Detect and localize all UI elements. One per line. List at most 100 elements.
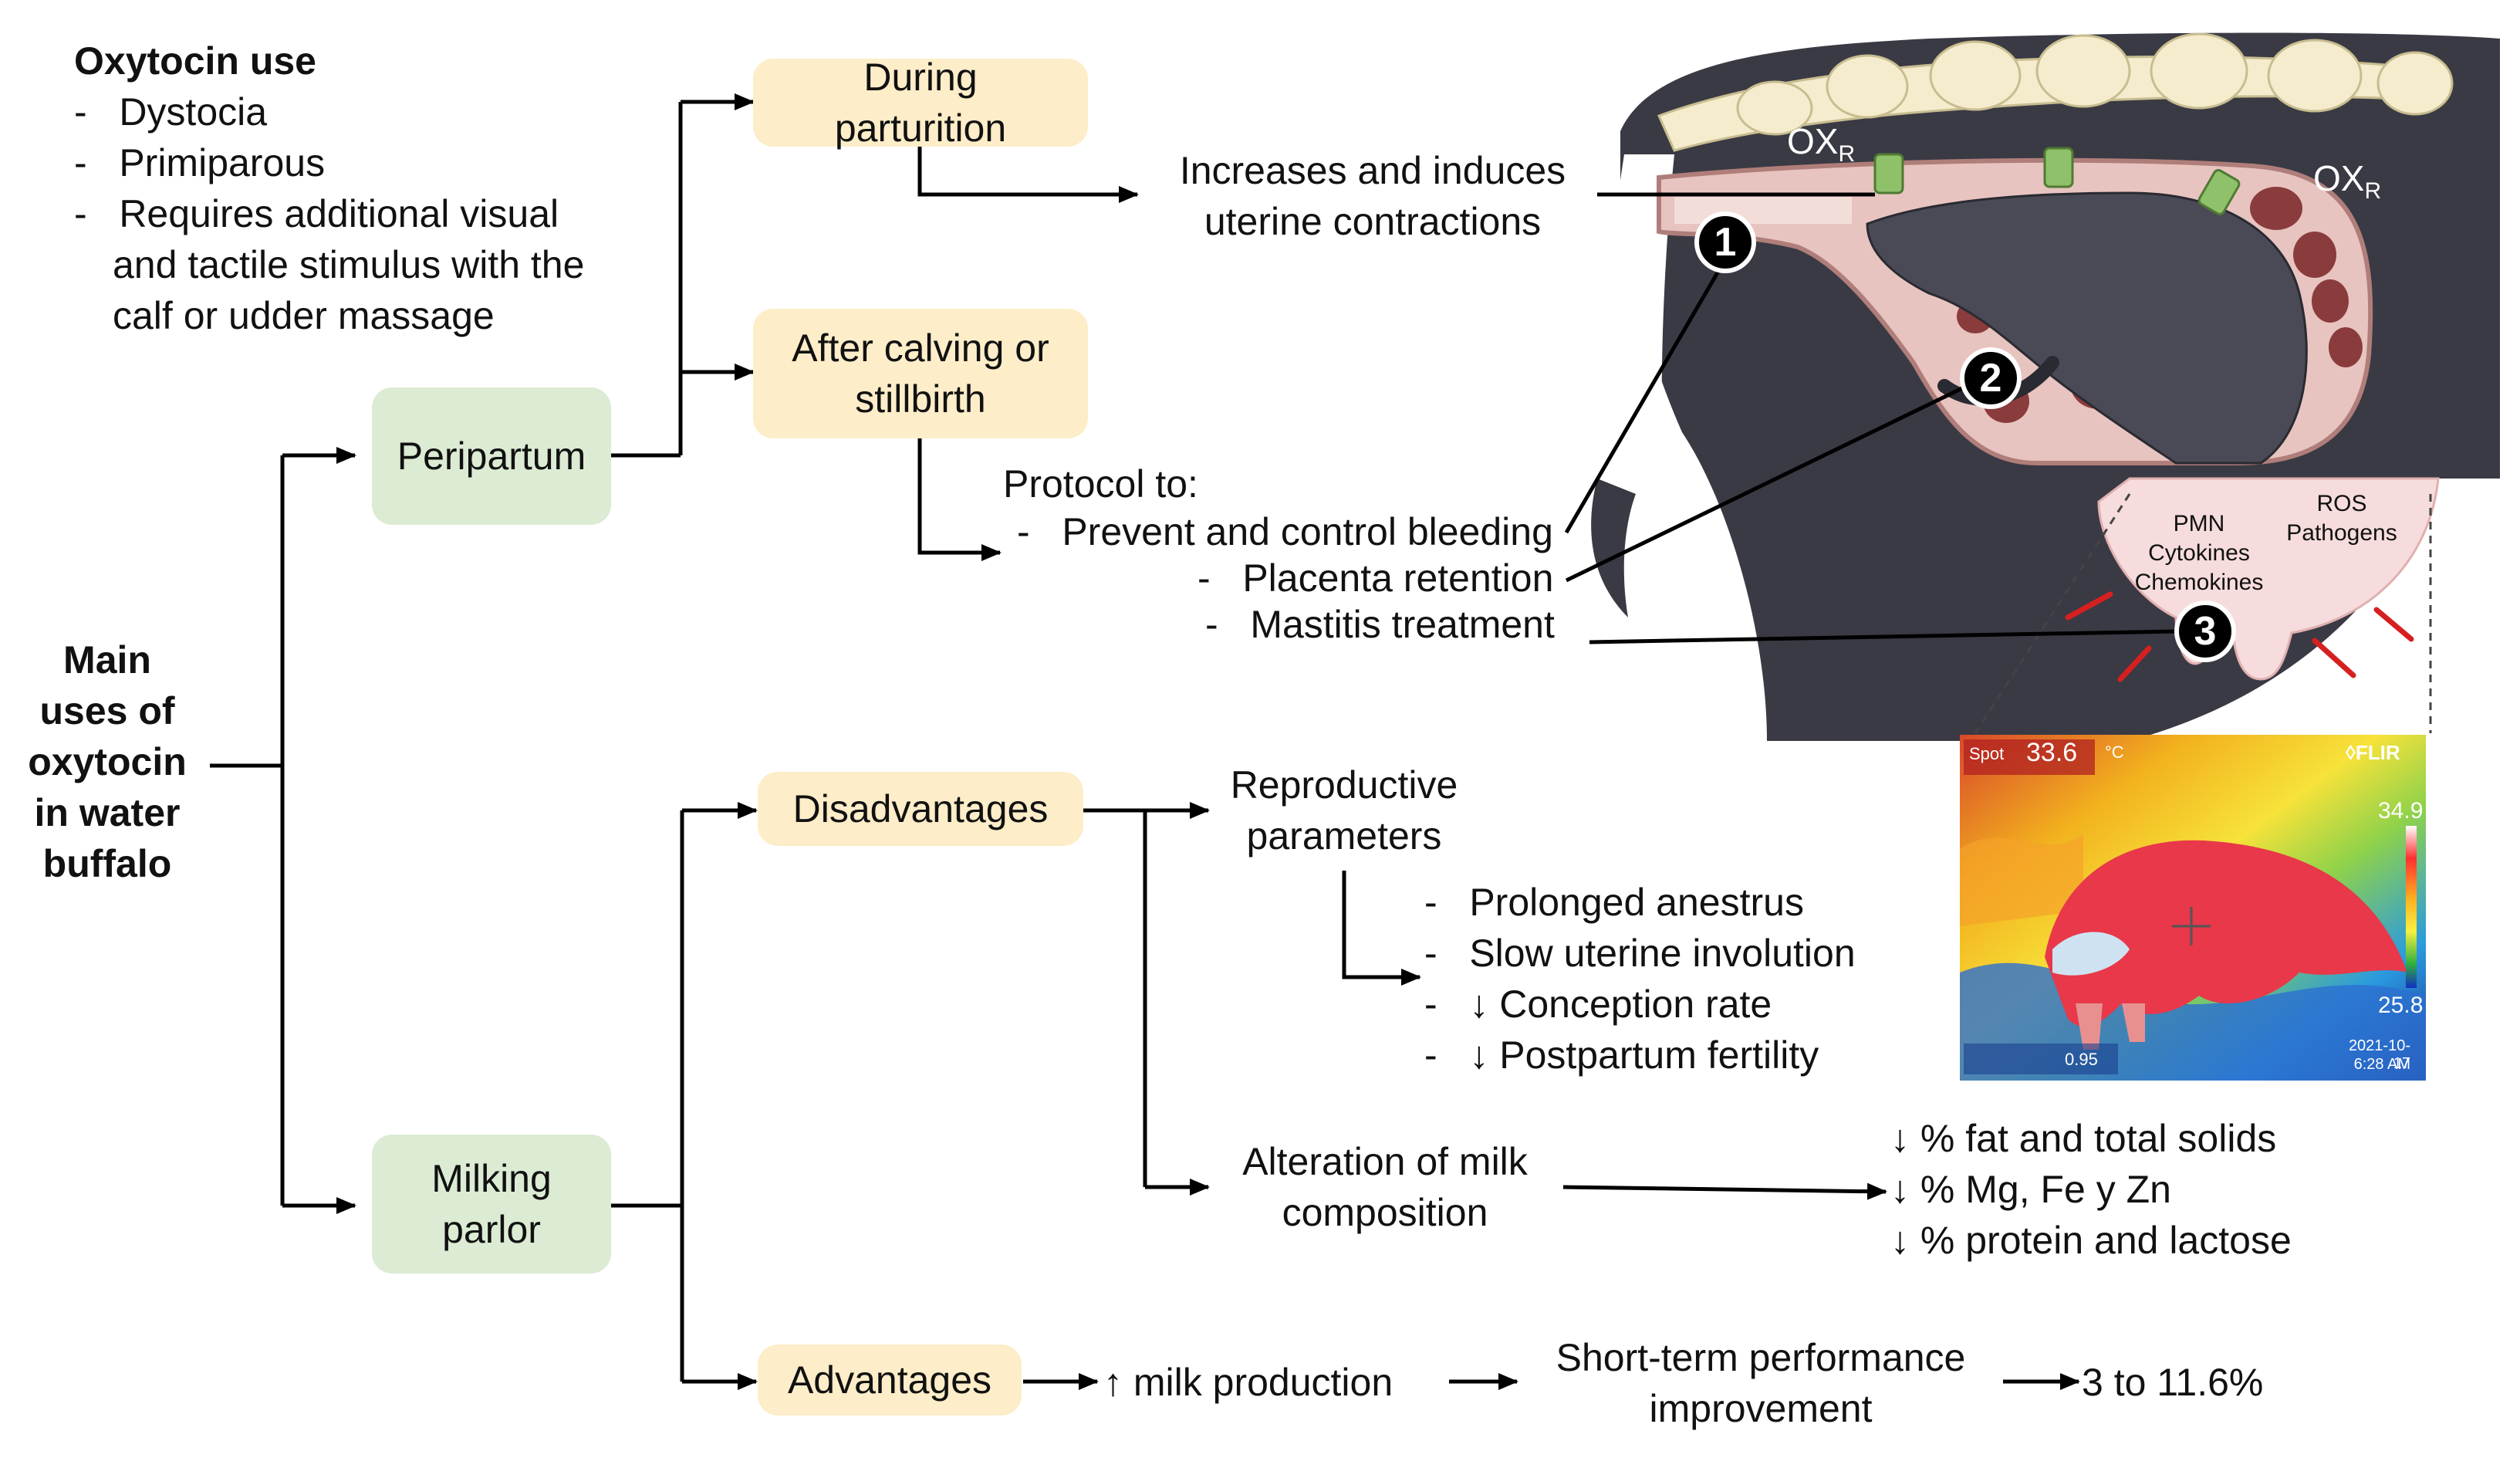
main-title-line: oxytocin <box>28 740 187 783</box>
repro-effect: - Prolonged anestrus <box>1424 881 1804 924</box>
uterine-line: Increases and induces <box>1179 149 1566 192</box>
after-calving-box: After calving or stillbirth <box>753 309 1088 438</box>
marker-1: 1 <box>1694 211 1756 273</box>
after-line: After calving or <box>792 326 1049 370</box>
main-title: Main uses of oxytocin in water buffalo <box>6 634 208 889</box>
milking-parlor-line: Milking <box>431 1157 552 1200</box>
advantages-label: Advantages <box>787 1358 992 1402</box>
thermal-spot-value: 33.6 <box>2026 738 2078 767</box>
oxr-subscript: R <box>2364 178 2382 205</box>
oxytocin-use-item: - Dystocia <box>74 90 268 134</box>
repro-effect: - Slow uterine involution <box>1424 932 1856 975</box>
oxr-label: OXR <box>2313 153 2381 217</box>
protocol-title: Protocol to: <box>1003 462 1198 506</box>
uterine-text: Increases and induces uterine contractio… <box>1145 145 1600 247</box>
oxytocin-use-title: Oxytocin use <box>74 39 316 83</box>
thermal-max: 34.9 <box>2378 798 2424 824</box>
milking-parlor-line: parlor <box>442 1208 541 1251</box>
udder-label: PMN <box>2173 511 2225 536</box>
repro-effect-label: Slow uterine involution <box>1469 932 1856 975</box>
milk-alteration-text: Alteration of milk composition <box>1211 1136 1559 1238</box>
udder-label: Chemokines <box>2134 570 2264 595</box>
oxr-text: OX <box>1787 121 1839 161</box>
milk-effect: ↓ % protein and lactose <box>1890 1219 2292 1262</box>
arrow-to-protocol <box>917 438 1002 561</box>
thermal-time: 6:28 AM <box>2353 1056 2410 1073</box>
protocol-item-label: Mastitis treatment <box>1250 603 1555 646</box>
thermal-udder <box>2045 840 2407 1027</box>
thermal-brand-text: FLIR <box>2355 741 2400 764</box>
during-parturition-box: During parturition <box>753 56 1088 150</box>
protocol-item: - Placenta retention <box>1198 556 1554 600</box>
thermal-emissivity: 0.95 <box>2065 1050 2098 1069</box>
thermal-min: 25.8 <box>2378 993 2424 1018</box>
oxytocin-use-item-cont: and tactile stimulus with the <box>113 243 585 286</box>
peripartum-box: Peripartum <box>372 387 611 525</box>
arrow-to-milk-effects <box>1562 1182 1887 1200</box>
protocol-item: - Prevent and control bleeding <box>1017 510 1553 553</box>
buffalo-tail <box>1602 154 1705 664</box>
thermal-date: 2021-10-17 <box>2348 1037 2410 1072</box>
range-text: 3 to 11.6% <box>2082 1361 2264 1404</box>
milking-parlor-box: Milking parlor <box>372 1135 611 1274</box>
disadvantages-box: Disadvantages <box>758 772 1083 846</box>
oxytocin-use-item-label: Primiparous <box>119 141 326 184</box>
repro-effect-label: ↓ Conception rate <box>1469 983 1772 1026</box>
reproductive-line: Reproductive <box>1230 763 1458 807</box>
udder-label: Pathogens <box>2286 520 2397 546</box>
thermal-spot-label: Spot <box>1969 744 2005 763</box>
short-term-line: improvement <box>1649 1387 1873 1430</box>
oxytocin-use-item-label: Dystocia <box>119 90 268 134</box>
during-line: parturition <box>834 107 1007 150</box>
main-title-line: buffalo <box>42 842 172 885</box>
oxytocin-use-item: - Requires additional visual <box>74 192 559 235</box>
advantages-box: Advantages <box>758 1345 1022 1416</box>
thermal-brand: ◊FLIR <box>2346 741 2400 764</box>
marker-3: 3 <box>2174 600 2236 662</box>
protocol-item-label: Prevent and control bleeding <box>1062 510 1553 553</box>
oxr-text: OX <box>2313 158 2365 198</box>
main-branch <box>210 455 285 1206</box>
milking-branch <box>610 810 684 1382</box>
udder-right-labels: ROS Pathogens <box>2276 489 2407 548</box>
milk-effect: ↓ % Mg, Fe y Zn <box>1890 1168 2171 1211</box>
uterine-line: uterine contractions <box>1204 200 1542 243</box>
oxytocin-use-item: - Primiparous <box>74 141 326 184</box>
thermal-image <box>1960 735 2426 1081</box>
repro-effect: - ↓ Conception rate <box>1424 983 1772 1026</box>
arrow-to-repro-effects <box>1342 871 1421 986</box>
thermal-unit: °C <box>2105 742 2124 762</box>
oxr-subscript: R <box>1838 141 1856 167</box>
short-term-text: Short-term performance improvement <box>1522 1332 2000 1434</box>
milk-effect: ↓ % fat and total solids <box>1890 1117 2277 1160</box>
oxytocin-use-item-label: Requires additional visual <box>119 192 559 235</box>
peripartum-label: Peripartum <box>397 435 586 478</box>
reproductive-text: Reproductive parameters <box>1210 759 1478 861</box>
milk-production-text: ↑ milk production <box>1103 1361 1393 1404</box>
repro-effect-label: ↓ Postpartum fertility <box>1469 1033 1819 1077</box>
oxr-label: OXR <box>1787 116 1855 180</box>
buffalo-illustration <box>1564 32 2500 741</box>
repro-effect-label: Prolonged anestrus <box>1469 881 1804 924</box>
disadv-branch <box>1082 808 1147 1187</box>
fetus <box>1866 191 2308 465</box>
during-parturition-label: During parturition <box>835 52 1006 154</box>
oxytocin-use-item-cont: calf or udder massage <box>113 294 495 337</box>
marker-2: 2 <box>1960 347 2022 409</box>
repro-effect: - ↓ Postpartum fertility <box>1424 1033 1819 1077</box>
udder-label: ROS <box>2316 491 2367 516</box>
disadvantages-label: Disadvantages <box>792 787 1049 830</box>
milk-alteration-line: Alteration of milk <box>1242 1140 1528 1183</box>
udder-label: Cytokines <box>2148 540 2250 566</box>
main-title-line: Main <box>63 638 151 682</box>
udder-left-labels: PMN Cytokines Chemokines <box>2130 509 2268 597</box>
short-term-line: Short-term performance <box>1556 1336 1966 1379</box>
protocol-item: - Mastitis treatment <box>1205 603 1555 646</box>
milk-alteration-line: composition <box>1282 1191 1488 1234</box>
after-calving-label: After calving or stillbirth <box>792 323 1049 425</box>
milking-parlor-label: Milking parlor <box>431 1153 552 1255</box>
arrow-to-uterine <box>917 144 1139 203</box>
peripartum-branch <box>610 102 683 458</box>
protocol-item-label: Placenta retention <box>1242 556 1554 600</box>
main-title-line: in water <box>34 791 181 834</box>
